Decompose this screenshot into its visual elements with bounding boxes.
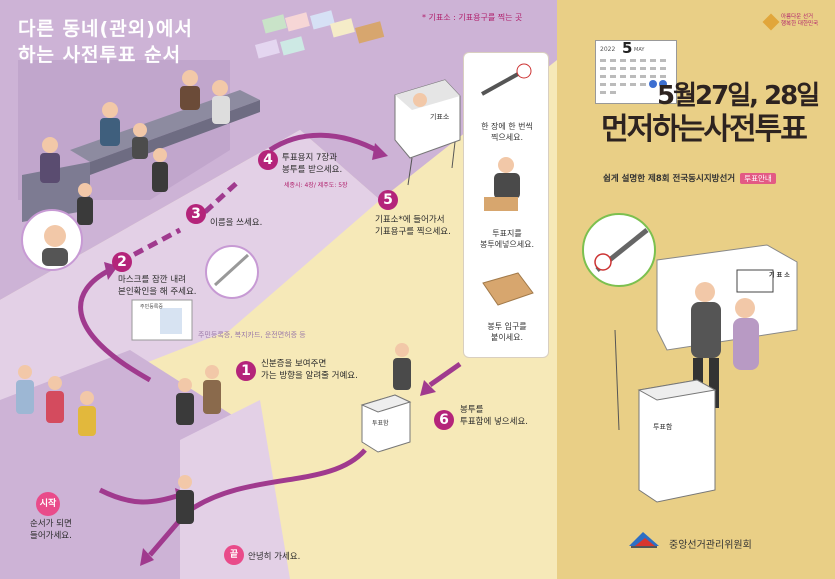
calendar-grid (600, 59, 667, 94)
step-4-text: 투표용지 7장과 봉투를 받으세요. (282, 152, 342, 176)
step-3-text: 이름을 쓰세요. (210, 218, 263, 228)
subtitle: 쉽게 설명한 제8회 전국동시지방선거 (603, 174, 736, 184)
id-card-label: 주민등록증 (140, 304, 164, 310)
side-step-3-line-2: 붙이세요. (491, 333, 523, 342)
calendar-month: 5 (622, 39, 633, 57)
step-3-number: 3 (186, 204, 206, 224)
step-2-text-line-1: 마스크를 잠깐 내려 (118, 275, 186, 285)
start-text-line-2: 들어가세요. (30, 531, 72, 541)
step-2-text: 마스크를 잠깐 내려 본인확인을 해 주세요. (118, 274, 197, 298)
end-text: 안녕히 가세요. (248, 552, 301, 562)
voting-illustration (582, 213, 798, 503)
right-ballot-box-label: 투표함 (653, 423, 673, 431)
page-title: 다른 동네(관외)에서 하는 사전투표 순서 (18, 16, 193, 68)
start-text-line-1: 순서가 되면 (30, 519, 72, 529)
side-step-3-text: 봉투 입구를 붙이세요. (464, 321, 550, 343)
step-4-sub: 세종시: 4장/ 제주도: 5장 (284, 182, 348, 189)
notice-tag: 투표안내 (740, 173, 776, 184)
step-4-text-line-2: 봉투를 받으세요. (282, 165, 343, 175)
step-5-text-line-2: 기표용구를 찍으세요. (375, 227, 451, 237)
step-1-text-line-1: 신분증을 보여주면 (261, 359, 327, 369)
side-step-2-line-2: 봉투에넣으세요. (479, 240, 535, 249)
side-step-1-line-1: 한 장에 한 번씩 (481, 122, 533, 131)
headline-dates: 5월27일, 28일 (657, 81, 820, 111)
step-6-number: 6 (434, 410, 454, 430)
slogan-line-2: 행복한 대한민국 (781, 21, 819, 27)
calendar: 2022 5 MAY (595, 39, 677, 104)
side-step-1-text: 한 장에 한 번씩 찍으세요. (464, 121, 550, 143)
insert-illustration (484, 157, 520, 211)
step-4-text-line-1: 투표용지 7장과 (282, 153, 338, 163)
side-step-2-text: 투표지를 봉투에넣으세요. (464, 228, 550, 250)
right-booth-label: 기 표 소 (769, 272, 790, 279)
subtitle-row: 쉽게 설명한 제8회 전국동시지방선거 투표안내 (603, 166, 776, 185)
calendar-month-en: MAY (634, 47, 645, 53)
side-steps-box: 한 장에 한 번씩 찍으세요. 투표지를 봉투에넣으세요. 봉투 입구를 붙이세… (463, 52, 549, 358)
step-2-sub: 주민등록증, 복지카드, 운전면허증 등 (198, 331, 306, 339)
step-5-text-line-1: 기표소*에 들어가서 (375, 215, 445, 225)
start-badge: 시작 (36, 492, 60, 516)
step-5-number: 5 (378, 190, 398, 210)
step-2-text-line-2: 본인확인을 해 주세요. (118, 287, 197, 297)
side-step-3-line-1: 봉투 입구를 (487, 322, 527, 331)
nec-logo-icon (629, 532, 659, 548)
step-1-text-line-2: 가는 방향을 알려줄 거예요. (261, 371, 358, 381)
title-line-2: 하는 사전투표 순서 (18, 44, 182, 66)
ballot-box-label: 투표함 (372, 420, 389, 427)
step-6-text-line-1: 봉투를 (460, 405, 484, 415)
step-1-number: 1 (236, 361, 256, 381)
slogan-text: 아름다운 선거 행복한 대한민국 (781, 14, 818, 28)
org-name: 중앙선거관리위원회 (669, 540, 752, 551)
side-step-1-line-2: 찍으세요. (491, 133, 523, 142)
step-6-text: 봉투를 투표함에 넣으세요. (460, 404, 528, 428)
end-badge: 끝 (224, 545, 244, 565)
slogan-logo-icon (762, 13, 780, 31)
headline-main: 먼저하는사전투표 (601, 112, 808, 147)
step-2-number: 2 (112, 252, 132, 272)
step-4-number: 4 (258, 150, 278, 170)
step-1-text: 신분증을 보여주면 가는 방향을 알려줄 거예요. (261, 358, 358, 382)
legend-note: * 기표소 : 기표용구를 찍는 곳 (422, 13, 523, 22)
stamp-illustration (481, 63, 532, 96)
background-shapes (0, 0, 557, 579)
calendar-year: 2022 (600, 46, 616, 53)
envelope-illustration (482, 272, 534, 306)
left-panel: 다른 동네(관외)에서 하는 사전투표 순서 * 기표소 : 기표용구를 찍는 … (0, 0, 557, 579)
right-panel: 아름다운 선거 행복한 대한민국 2022 5 MAY 5월27일, 28일 먼… (557, 0, 835, 579)
step-6-text-line-2: 투표함에 넣으세요. (460, 417, 528, 427)
title-line-1: 다른 동네(관외)에서 (18, 18, 193, 40)
slogan-line-1: 아름다운 선거 (781, 14, 814, 20)
side-step-2-line-1: 투표지를 (492, 229, 522, 238)
booth-label: 기표소 (430, 113, 450, 121)
start-text: 순서가 되면 들어가세요. (30, 518, 72, 542)
step-5-text: 기표소*에 들어가서 기표용구를 찍으세요. (375, 214, 451, 238)
org-logo (627, 528, 661, 556)
